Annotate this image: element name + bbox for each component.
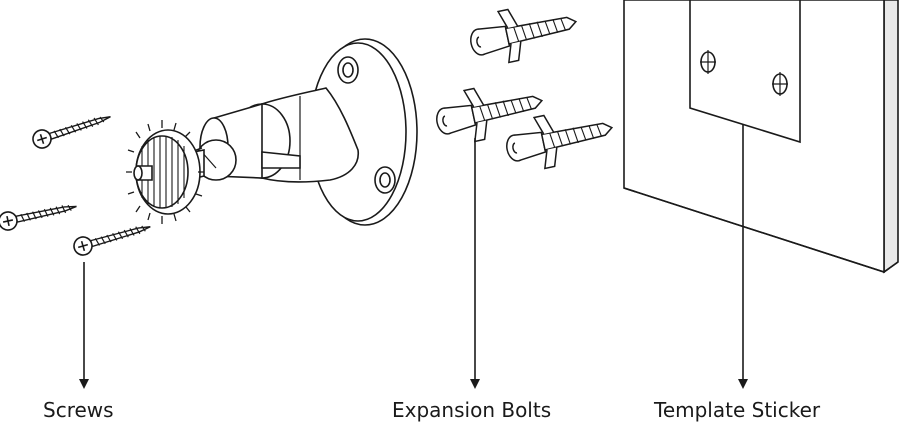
template-sticker-label: Template Sticker xyxy=(654,398,821,422)
expansion-bolt-icon xyxy=(470,8,578,64)
screw-icon xyxy=(0,204,77,231)
wall-mount-bracket xyxy=(126,38,418,226)
template-sticker xyxy=(689,0,801,144)
screws-label: Screws xyxy=(43,398,114,422)
screw-icon xyxy=(73,225,151,256)
drill-mark-icon xyxy=(772,72,788,96)
screw-icon xyxy=(32,116,111,149)
expansion-bolts-label: Expansion Bolts xyxy=(392,398,552,422)
wall-panel xyxy=(623,0,899,274)
expansion-bolt-icon xyxy=(436,87,544,143)
expansion-bolt-icon xyxy=(506,114,614,170)
drill-mark-icon xyxy=(700,50,716,74)
